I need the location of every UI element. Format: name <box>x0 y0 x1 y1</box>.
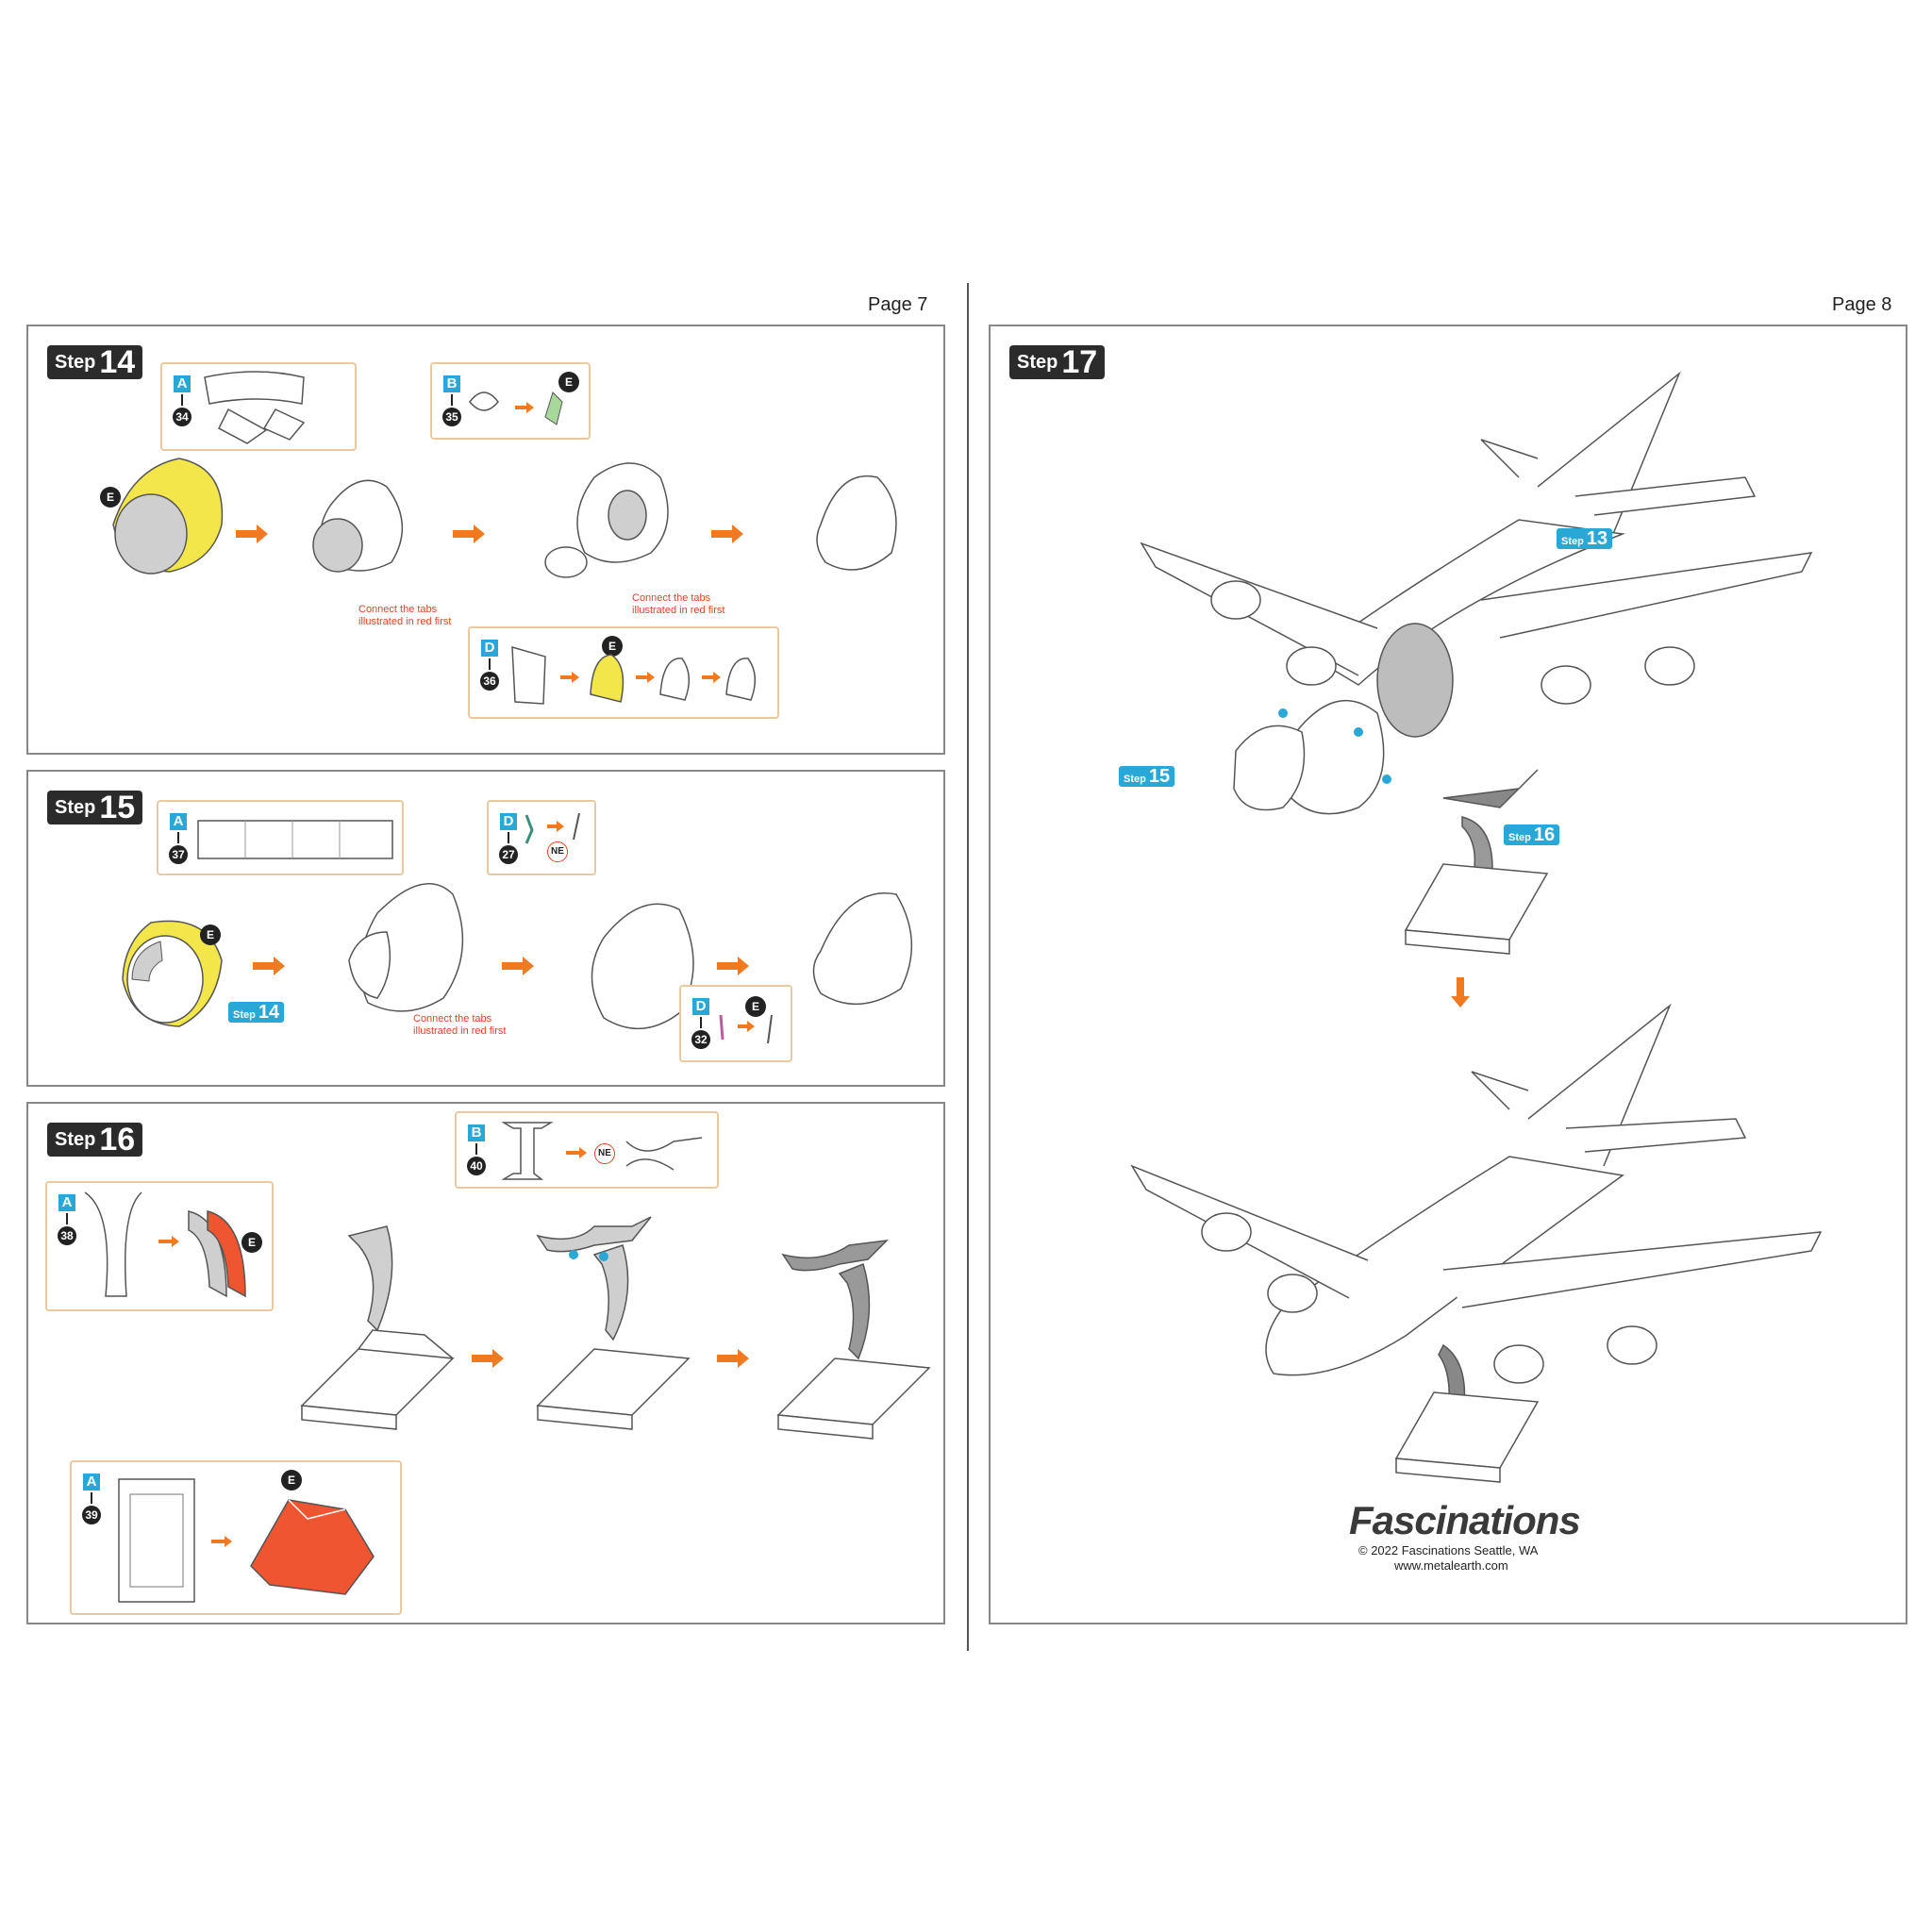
marker-e: E <box>602 636 623 657</box>
brand-logo: Fascinations <box>1349 1498 1581 1542</box>
part-37-outline <box>197 820 393 859</box>
callout-part-35: B 35 E <box>430 362 591 440</box>
step-number: 14 <box>99 344 136 380</box>
marker-e: E <box>558 372 579 392</box>
nose-ring-yellow <box>112 458 224 575</box>
nose-assembly-3 <box>544 462 669 578</box>
marker-ne: NE <box>594 1143 615 1164</box>
arrow-right-1 <box>236 525 268 543</box>
part-number: 40 <box>467 1157 486 1175</box>
nose-with-ring <box>348 883 464 1012</box>
part-number: 32 <box>691 1030 710 1049</box>
arrow-right-6 <box>717 957 749 975</box>
part-38-outline <box>84 1191 246 1298</box>
marker-e: E <box>281 1470 302 1491</box>
callout-part-37: A 37 <box>157 800 404 875</box>
step-ref-16: Step 16 <box>1504 824 1560 845</box>
part-number: 36 <box>480 672 499 691</box>
part-number: 34 <box>173 408 192 426</box>
callout-part-27: D 27 NE <box>487 800 596 875</box>
part-letter: D <box>692 998 709 1015</box>
arrow-right-4 <box>253 957 285 975</box>
step-15-panel: Step 15 A 37 E Step 14 Connect the tabs … <box>26 770 945 1087</box>
arrow-down <box>1451 977 1470 1008</box>
callout-part-36: D 36 E <box>468 626 779 719</box>
part-letter: B <box>468 1124 485 1141</box>
part-34-outline <box>204 371 306 444</box>
part-number: 27 <box>499 845 518 864</box>
step-word: Step <box>55 1129 96 1150</box>
part-32-outline <box>719 1014 773 1044</box>
callout-part-32: D 32 E <box>679 985 792 1062</box>
page-number-7: Page 7 <box>868 294 928 315</box>
arrow-right-5 <box>502 957 534 975</box>
part-letter: B <box>443 375 460 392</box>
part-number: 39 <box>82 1506 101 1524</box>
step-word: Step <box>1017 352 1058 373</box>
nose-finished-15 <box>812 892 913 1005</box>
part-27-outline <box>525 812 580 844</box>
marker-ne: NE <box>547 841 568 862</box>
airplane-exploded-view <box>1140 371 1813 955</box>
step-number: 17 <box>1061 344 1098 380</box>
part-40-outline <box>501 1122 703 1180</box>
part-number: 35 <box>442 408 461 426</box>
callout-part-39: A 39 E <box>70 1460 402 1615</box>
page-divider <box>967 283 969 1651</box>
fuselage-ring <box>122 920 223 1027</box>
step-number: 16 <box>99 1122 136 1158</box>
step-16-badge: Step 16 <box>47 1122 143 1158</box>
stand-assembly-2 <box>536 1216 691 1430</box>
step-word: Step <box>55 352 96 373</box>
part-number: 38 <box>58 1226 76 1245</box>
arrow-right-7 <box>472 1349 504 1368</box>
arrow-right-2 <box>453 525 485 543</box>
step-number: 15 <box>99 790 136 825</box>
nose-finished <box>816 475 897 571</box>
step-17-panel: Step 17 Step 13 Step 15 Step 16 <box>989 325 1907 1624</box>
stand-assembly-1 <box>300 1225 455 1430</box>
marker-e: E <box>200 924 221 945</box>
airplane-assembled-view <box>1130 1003 1823 1483</box>
note-connect-tabs: Connect the tabs illustrated in red firs… <box>632 592 725 616</box>
part-39-outline <box>118 1478 375 1603</box>
part-36-outline <box>511 645 757 705</box>
callout-part-40: B 40 NE <box>455 1111 719 1189</box>
part-letter: A <box>83 1474 100 1491</box>
stand-finished <box>776 1239 931 1440</box>
part-letter: A <box>58 1194 75 1211</box>
website-url: www.metalearth.com <box>1394 1558 1508 1573</box>
step-17-badge: Step 17 <box>1009 344 1106 380</box>
note-connect-tabs: Connect the tabs illustrated in red firs… <box>358 604 452 627</box>
note-connect-tabs: Connect the tabs illustrated in red firs… <box>413 1013 507 1037</box>
step-ref-15: Step 15 <box>1119 766 1175 787</box>
step-15-badge: Step 15 <box>47 790 143 825</box>
marker-e: E <box>100 487 121 508</box>
marker-e: E <box>242 1232 262 1253</box>
part-35-outline <box>469 391 563 425</box>
part-letter: D <box>481 640 498 657</box>
part-letter: A <box>170 813 187 830</box>
part-number: 37 <box>169 845 188 864</box>
step-word: Step <box>55 797 96 818</box>
arrow-right-3 <box>711 525 743 543</box>
part-letter: A <box>174 375 191 392</box>
page-number-8: Page 8 <box>1832 294 1892 315</box>
step-ref-14: Step 14 <box>228 1002 285 1023</box>
copyright-text: © 2022 Fascinations Seattle, WA <box>1358 1543 1539 1557</box>
callout-part-34: A 34 <box>160 362 357 451</box>
marker-e: E <box>745 996 766 1017</box>
part-letter: D <box>500 813 517 830</box>
arrow-right-8 <box>717 1349 749 1368</box>
step-16-panel: Step 16 A 38 E B 40 NE <box>26 1102 945 1624</box>
step-ref-13: Step 13 <box>1557 528 1613 549</box>
step-14-panel: Step 14 A 34 E Connect the tabs illustra… <box>26 325 945 755</box>
callout-part-38: A 38 E <box>45 1181 274 1311</box>
step-14-badge: Step 14 <box>47 344 143 380</box>
nose-assembly-2 <box>312 479 403 573</box>
